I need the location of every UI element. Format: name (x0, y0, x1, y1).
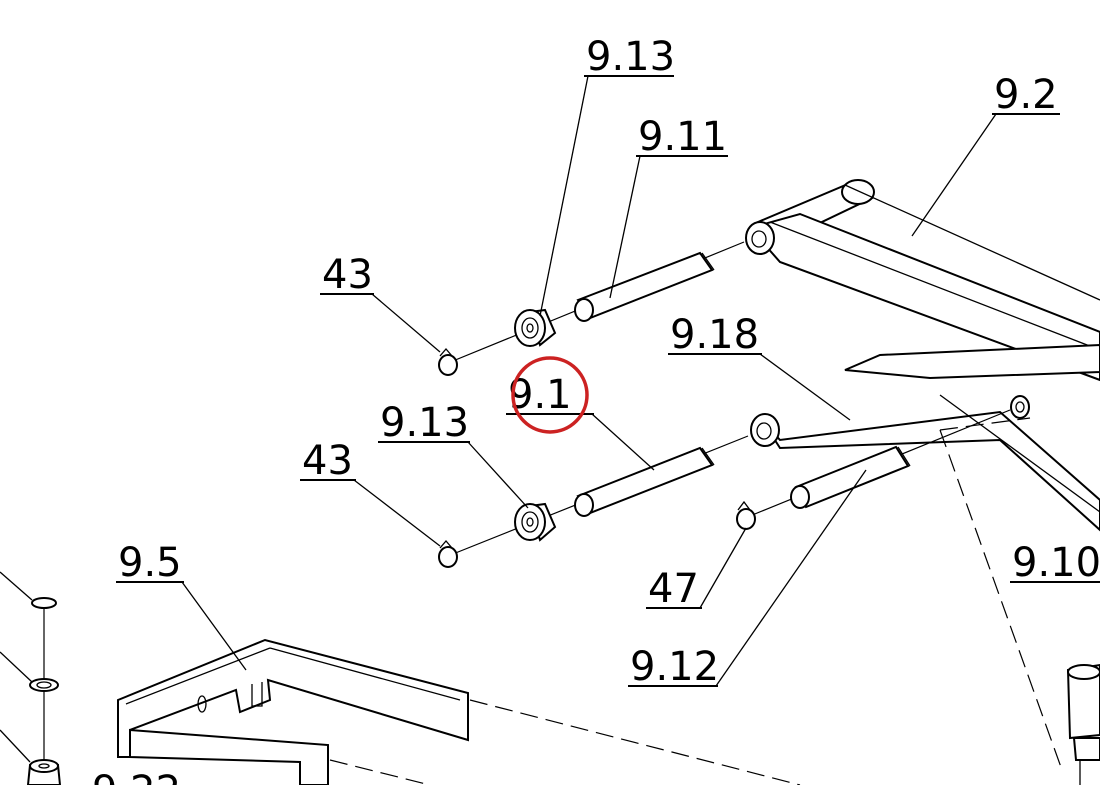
balloon-text: 9.10 (1012, 540, 1100, 586)
washer-leaders (0, 571, 33, 763)
balloon-text: 47 (648, 566, 699, 612)
balloon-9-11: 9.11 (609, 114, 728, 299)
balloon-9-2: 9.2 (911, 72, 1060, 237)
balloon-text: 9.13 (586, 34, 675, 80)
washer-stack (26, 597, 62, 785)
spacer-9-13-bottom (514, 502, 557, 542)
pin-9-1 (574, 446, 715, 517)
balloon-9-5: 9.5 (116, 540, 247, 671)
balloon-text: 9.12 (630, 644, 719, 690)
pin-9-12 (790, 445, 911, 509)
spacer-9-13-top (514, 308, 557, 347)
balloon-text: 43 (322, 252, 373, 298)
balloon-text: 9.2 (994, 72, 1058, 118)
balloon-9-22: 9.22 (92, 768, 181, 785)
balloon-9-10: 9.10 (1010, 540, 1100, 586)
balloon-text: 9.11 (638, 114, 727, 160)
balloon-43-top: 43 (320, 252, 441, 353)
balloon-text: 9.1 (508, 372, 572, 418)
bracket-9-5 (117, 638, 469, 785)
balloon-9-18: 9.18 (668, 312, 851, 421)
circlip-43-bottom (438, 540, 458, 568)
balloon-text: 43 (302, 438, 353, 484)
pin-9-11 (574, 251, 715, 322)
balloon-47: 47 (646, 527, 747, 612)
balloon-9-1: 9.1 (506, 372, 655, 471)
balloon-text: 9.22 (92, 768, 181, 785)
cylinder-9-10 (1066, 663, 1100, 785)
circlip-43-top (438, 348, 458, 376)
explode-dash-lines (329, 417, 1063, 785)
highlight-circle (511, 356, 589, 434)
balloon-9-13-top: 9.13 (539, 34, 675, 317)
balloon-9-13-bottom: 9.13 (378, 400, 529, 509)
balloon-text: 9.5 (118, 540, 182, 586)
balloon-text: 9.13 (380, 400, 469, 446)
balloon-43-bottom: 43 (300, 438, 441, 547)
circlip-47 (736, 500, 756, 530)
balloon-text: 9.18 (670, 312, 759, 358)
frame-part-9-2 (745, 179, 1100, 532)
balloon-9-12: 9.12 (628, 469, 867, 690)
